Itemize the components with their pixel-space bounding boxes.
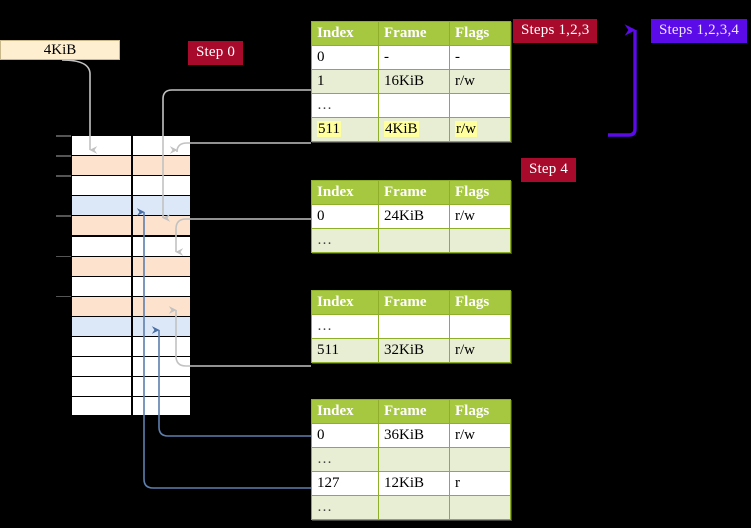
badge-steps-1-2-3-4: Steps 1,2,3,4: [651, 19, 748, 43]
table-cell-flags: r: [449, 471, 511, 496]
table-cell-frame: 4KiB: [378, 117, 450, 142]
table-row: 511 4KiB r/w: [311, 117, 511, 142]
cell-highlight: r/w: [455, 121, 477, 137]
memory-row-tick: [56, 175, 71, 177]
table-row: 0--: [311, 45, 511, 70]
table-row: …: [311, 495, 511, 520]
table-header-flags: Flags: [449, 399, 511, 424]
table-cell-index: …: [311, 93, 379, 118]
table-row: …: [311, 228, 511, 253]
table-cell-frame: 36KiB: [378, 423, 450, 448]
table-cell-flags: r/w: [449, 117, 511, 142]
table-header-frame: Frame: [378, 290, 450, 315]
table-cell-flags: [449, 447, 511, 472]
table-header-flags: Flags: [449, 21, 511, 46]
table-cell-index: …: [311, 495, 379, 520]
memory-row-tick: [56, 155, 71, 157]
memory-grid-divider: [131, 135, 133, 417]
table-cell-frame: 12KiB: [378, 471, 450, 496]
memory-block-label: 4KiB: [43, 41, 77, 58]
table-cell-index: 0: [311, 423, 379, 448]
table-cell-frame: 24KiB: [378, 204, 450, 229]
cell-highlight: 511: [317, 121, 341, 137]
badge-step-4: Step 4: [521, 158, 577, 182]
table-cell-frame: [378, 495, 450, 520]
table-header-frame: Frame: [378, 21, 450, 46]
table-cell-frame: 16KiB: [378, 69, 450, 94]
table-header-flags: Flags: [449, 180, 511, 205]
badge-step-4-label: Step 4: [529, 161, 569, 177]
table-header-index: Index: [311, 21, 379, 46]
table-cell-index: 511: [311, 338, 379, 363]
memory-row-tick: [56, 215, 71, 217]
table-cell-index: …: [311, 314, 379, 339]
table-cell-index: 0: [311, 204, 379, 229]
table-cell-frame: 32KiB: [378, 338, 450, 363]
connector-pdpt-row0-to-memory: [175, 218, 311, 256]
cell-highlight: 4KiB: [384, 121, 419, 137]
table-cell-index: 511: [311, 117, 379, 142]
table-cell-index: 1: [311, 69, 379, 94]
table-header-frame: Frame: [378, 399, 450, 424]
table-header-flags: Flags: [449, 290, 511, 315]
table-cell-index: …: [311, 447, 379, 472]
table-cell-frame: [378, 228, 450, 253]
table-row: …: [311, 93, 511, 118]
table-cell-flags: -: [449, 45, 511, 70]
table-cell-flags: [449, 314, 511, 339]
table-cell-frame: [378, 314, 450, 339]
table-row: …: [311, 447, 511, 472]
badge-step-0-label: Step 0: [196, 44, 236, 60]
table-cell-flags: r/w: [449, 423, 511, 448]
table-cell-frame: [378, 447, 450, 472]
table-header-index: Index: [311, 290, 379, 315]
table-cell-flags: [449, 495, 511, 520]
badge-steps-1-2-3: Steps 1,2,3: [513, 19, 598, 43]
table-cell-flags: r/w: [449, 69, 511, 94]
table-cell-frame: -: [378, 45, 450, 70]
table-cell-index: 0: [311, 45, 379, 70]
table-cell-index: …: [311, 228, 379, 253]
table-cell-flags: [449, 93, 511, 118]
connector-pd-row511-to-memory: [168, 306, 311, 367]
table-header-index: Index: [311, 180, 379, 205]
physical-memory-grid: [56, 135, 191, 417]
badge-steps-1-2-3-4-label: Steps 1,2,3,4: [659, 22, 740, 38]
memory-row-tick: [56, 255, 71, 258]
badge-step-0: Step 0: [188, 41, 244, 65]
table-cell-flags: [449, 228, 511, 253]
arrow-steps-1-2-3-4-bracket: [608, 24, 637, 137]
table-cell-frame: [378, 93, 450, 118]
memory-row-tick: [56, 295, 71, 298]
memory-row-tick: [56, 135, 71, 137]
badge-steps-1-2-3-label: Steps 1,2,3: [521, 22, 590, 38]
table-cell-index: 127: [311, 471, 379, 496]
table-cell-flags: r/w: [449, 338, 511, 363]
table-header-frame: Frame: [378, 180, 450, 205]
memory-block-4kib: 4KiB: [0, 40, 120, 60]
table-header-index: Index: [311, 399, 379, 424]
table-row: …: [311, 314, 511, 339]
connector-pml4-row511-to-memory: [169, 142, 311, 154]
table-cell-flags: r/w: [449, 204, 511, 229]
